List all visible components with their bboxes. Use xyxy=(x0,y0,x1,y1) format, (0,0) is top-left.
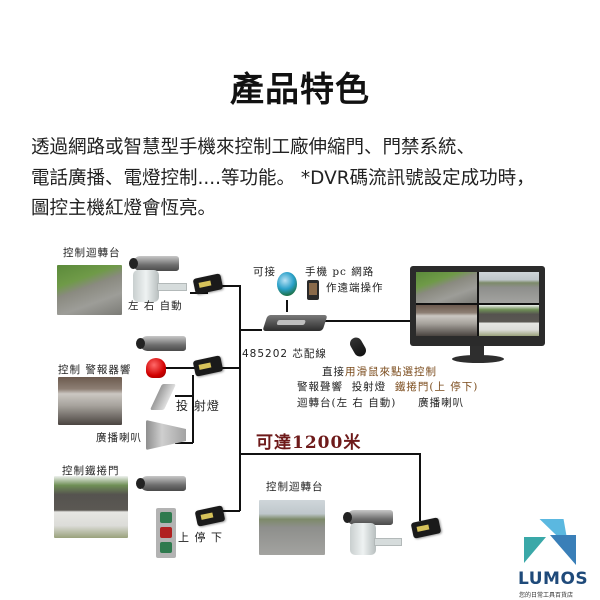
bottom-right-label: 控制迴轉台 xyxy=(266,481,324,493)
controller-module-icon xyxy=(192,355,224,377)
keypad-label: 上 停 下 xyxy=(178,531,223,544)
remote-access-label: 手機 pc 網路 xyxy=(305,266,375,278)
feed-2 xyxy=(478,272,539,303)
camera-icon xyxy=(136,336,186,351)
wire-bottom-controller xyxy=(220,510,240,512)
ptz-bracket-icon xyxy=(157,283,187,291)
wire-long-run xyxy=(240,453,420,455)
smartphone-icon xyxy=(307,280,319,300)
bus-wiring-label: 485202 芯配線 xyxy=(242,348,327,360)
wire-siren xyxy=(162,367,198,369)
floodlight-icon xyxy=(149,384,177,410)
wire-speaker xyxy=(175,442,193,444)
page-title: 產品特色 xyxy=(230,70,370,110)
controller-module-icon xyxy=(410,517,442,539)
wire-floodlight xyxy=(175,395,193,397)
feed-3 xyxy=(416,305,477,336)
ptz-bracket-icon xyxy=(374,538,402,546)
down-button-icon xyxy=(160,542,172,553)
garage-door-photo xyxy=(54,476,128,538)
monitor-screen xyxy=(416,272,539,336)
description: 透過網路或智慧型手機來控制工廠伸縮門、門禁系統、 電話廣播、電燈控制....等功… xyxy=(31,133,591,225)
controller-module-icon xyxy=(194,505,226,527)
middle-left-label: 控制 警報器響 xyxy=(58,364,132,376)
wire-long-run-down xyxy=(419,453,421,521)
wire-mid-controller xyxy=(218,367,240,369)
bus-bottom-segment xyxy=(239,485,241,511)
floodlight-label: 投 射燈 xyxy=(176,399,220,413)
mouse-caption-line-3: 迴轉台(左 右 自動) 廣播喇叭 xyxy=(297,397,465,409)
wire-network xyxy=(286,300,288,312)
speaker-horn-icon xyxy=(146,420,186,450)
mouse-icon xyxy=(347,335,369,359)
ptz-body-icon xyxy=(133,270,159,302)
dvr-recorder-icon xyxy=(262,315,328,331)
keypad-icon xyxy=(156,508,176,558)
logo-triangle-left xyxy=(524,537,546,563)
monitor-icon xyxy=(410,266,545,346)
bottom-left-label: 控制鐵捲門 xyxy=(62,465,120,477)
ptz-directions-label: 左 右 自動 xyxy=(128,300,183,312)
speaker-label: 廣播喇叭 xyxy=(96,432,142,444)
wire-dvr xyxy=(240,329,262,331)
range-label: 可達1200米 xyxy=(256,433,362,453)
mouse-caption-line-1: 直接用滑鼠來點選控制 xyxy=(322,366,437,378)
up-button-icon xyxy=(160,512,172,523)
siren-icon xyxy=(146,358,166,378)
connect-label: 可接 xyxy=(253,266,276,278)
wire-mid-branch xyxy=(192,375,194,443)
camera-icon xyxy=(136,476,186,491)
lumos-logo: LUMOS 您的日常工具百貨店 xyxy=(510,515,600,600)
logo-triangle-right xyxy=(550,535,576,565)
internet-globe-icon xyxy=(277,272,297,296)
ptz-camera-icon xyxy=(343,510,393,525)
mouse-caption-line-2: 警報聲響 投射燈 鐵捲門(上 停下) xyxy=(297,381,479,393)
gate-photo xyxy=(58,377,122,425)
logo-subtitle: 您的日常工具百貨店 xyxy=(519,592,574,599)
remote-operation-label: 作遠端操作 xyxy=(326,282,384,294)
description-line-1: 透過網路或智慧型手機來控制工廠伸縮門、門禁系統、 xyxy=(31,137,476,158)
logo-wordmark: LUMOS xyxy=(518,569,589,589)
main-bus-line xyxy=(239,285,241,490)
controller-module-icon xyxy=(192,273,224,295)
monitor-neck xyxy=(470,346,484,356)
top-left-label: 控制迴轉台 xyxy=(63,247,121,259)
wire-top-controller xyxy=(217,285,240,287)
ptz-camera-icon xyxy=(129,256,179,271)
stop-button-icon xyxy=(160,527,172,538)
monitor-base xyxy=(452,355,504,363)
feed-1 xyxy=(416,272,477,303)
street-photo xyxy=(259,500,325,555)
top-left-road-photo xyxy=(57,265,122,315)
wire-monitor xyxy=(320,320,410,322)
description-line-2: 電話廣播、電燈控制....等功能。 *DVR碼流訊號設定成功時， xyxy=(31,167,535,189)
description-line-3: 圖控主機紅燈會恆亮。 xyxy=(31,198,217,219)
feed-4 xyxy=(478,305,539,336)
ptz-body-icon xyxy=(350,523,376,555)
